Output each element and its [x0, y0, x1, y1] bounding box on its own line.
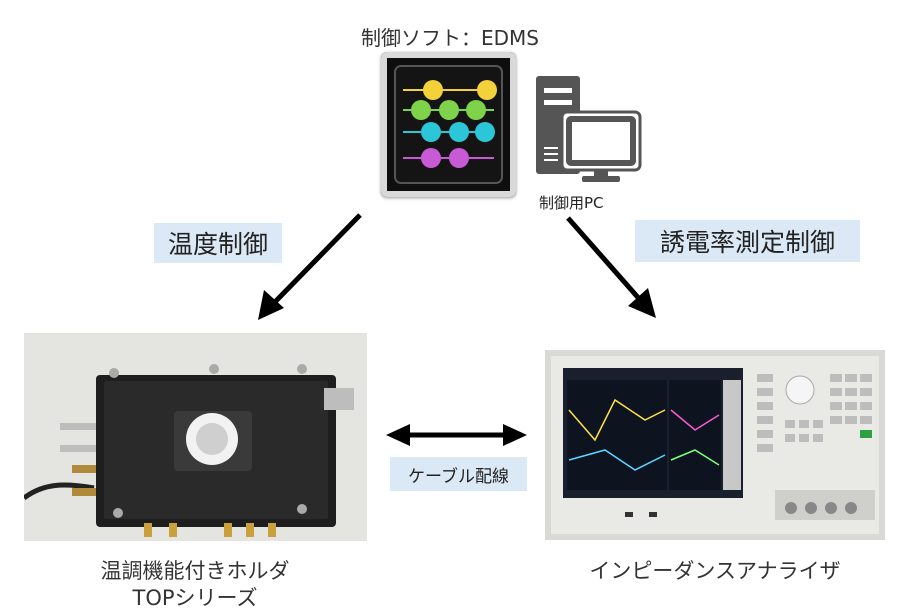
holder-caption-line2: TOPシリーズ	[132, 586, 258, 610]
cable-label: ケーブル配線	[390, 457, 527, 491]
edms-app-icon	[381, 52, 516, 197]
analyzer-caption: インピーダンスアナライザ	[589, 559, 841, 583]
holder-photo	[24, 333, 367, 541]
temperature-control-arrow	[258, 213, 362, 320]
analyzer-graphic	[545, 350, 885, 540]
dielectric-control-arrow	[566, 216, 656, 318]
pc-label: 制御用PC	[539, 194, 604, 212]
analyzer-photo	[545, 350, 885, 540]
software-caption: 制御ソフト：EDMS	[361, 26, 539, 50]
computer-icon	[536, 76, 642, 182]
cable-double-arrow	[386, 424, 527, 446]
dielectric-control-label: 誘電率測定制御	[635, 220, 860, 262]
holder-graphic	[24, 333, 367, 541]
holder-caption-line1: 温調機能付きホルダ	[100, 559, 290, 583]
temperature-control-label: 温度制御	[154, 223, 282, 263]
edms-icon-graphic	[394, 65, 503, 184]
